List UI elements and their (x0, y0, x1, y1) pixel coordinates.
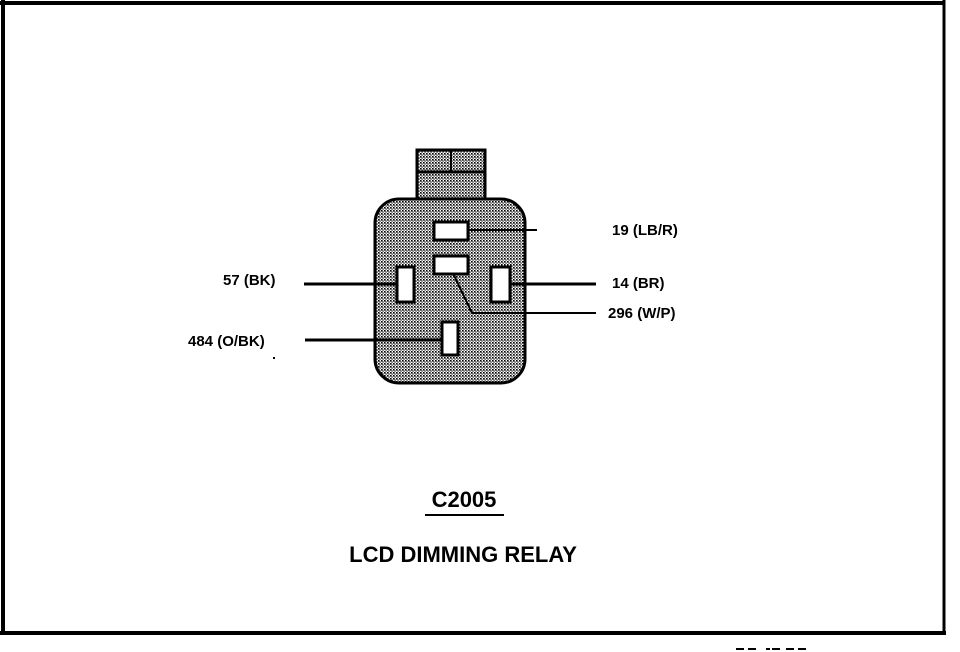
wire-label-w-p: 296 (W/P) (608, 305, 676, 322)
terminal-lb-r (432, 220, 470, 242)
caption: C2005 LCD DIMMING RELAY (349, 487, 577, 567)
wire-labels: 19 (LB/R) 14 (BR) 296 (W/P) 57 (BK) 484 … (188, 222, 678, 359)
wire-label-bk: 57 (BK) (223, 272, 276, 289)
connector-name: LCD DIMMING RELAY (349, 542, 577, 567)
footer-marks (736, 648, 806, 650)
terminal-o-bk (440, 320, 460, 357)
terminals (395, 220, 512, 357)
lead-w-p (451, 270, 596, 314)
terminal-w-p (432, 254, 470, 276)
terminal-bk (395, 265, 416, 304)
stray-dot (273, 357, 275, 359)
diagram-frame (0, 0, 946, 635)
wire-label-lb-r: 19 (LB/R) (612, 222, 678, 239)
connector-id: C2005 (432, 487, 497, 512)
connector-housing (373, 197, 527, 385)
connector-body (373, 148, 527, 385)
wire-label-br: 14 (BR) (612, 275, 665, 292)
wire-label-o-bk: 484 (O/BK) (188, 333, 265, 350)
terminal-br (489, 265, 512, 304)
wire-leads (304, 229, 596, 342)
